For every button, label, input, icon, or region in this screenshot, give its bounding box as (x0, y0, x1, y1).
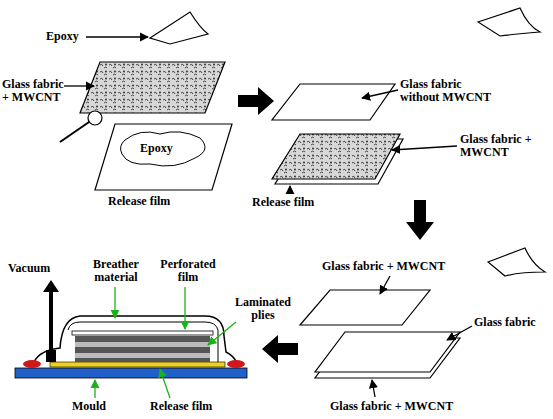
part-label: Glass fabric + MWCNT (322, 260, 445, 273)
part-label: Laminated plies (232, 296, 294, 322)
part-label: Release film (108, 195, 170, 208)
part-label: Glass fabric + MWCNT (460, 133, 535, 159)
flow-arrow (238, 87, 274, 115)
flow-arrow (406, 200, 434, 240)
part-label: Vacuum (8, 262, 50, 275)
part-label: Release film (150, 400, 212, 413)
part-label: Epoxy (140, 142, 173, 155)
part-label: Release film (252, 196, 314, 209)
panel-two (272, 8, 540, 194)
panel-three (300, 248, 545, 397)
part-label: Glass fabric (474, 316, 536, 329)
part-label: Perforated film (155, 258, 221, 284)
part-label: Mould (72, 400, 106, 413)
part-label: Breather material (86, 258, 146, 284)
panel-one (60, 12, 232, 190)
part-label: Epoxy (46, 30, 79, 43)
vacuum-bag-setup (15, 280, 247, 398)
part-label: Glass fabric without MWCNT (400, 78, 495, 104)
part-label: Glass fabric + MWCNT (330, 400, 453, 413)
part-label: Glass fabric + MWCNT (2, 78, 64, 104)
flow-arrow (262, 335, 298, 363)
